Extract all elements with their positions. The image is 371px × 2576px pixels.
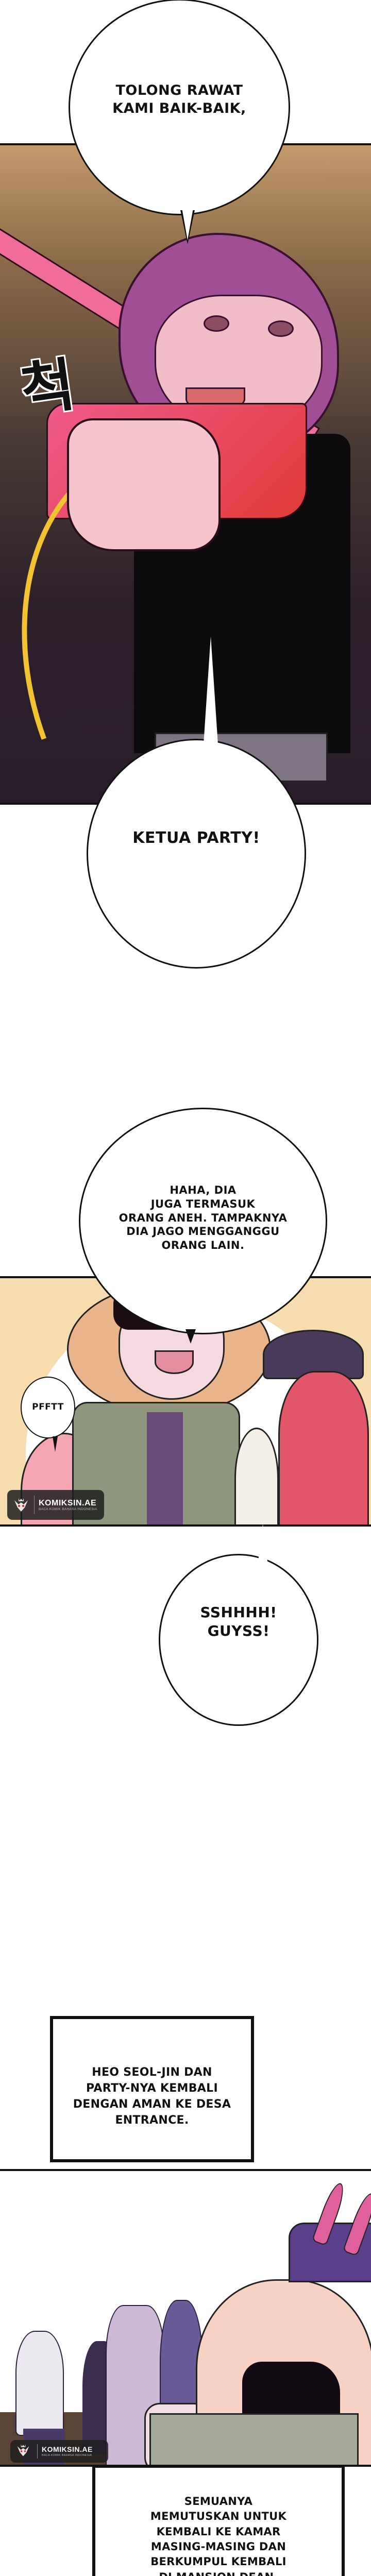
speech-bubble-tolong-rawat: TOLONG RAWAT KAMI BAIK-BAIK,: [69, 0, 290, 215]
speech-bubble-sshhhh: SSHHHH! GUYSS!: [159, 1554, 318, 1726]
bubble-tail: [204, 636, 218, 744]
divider: [37, 2444, 38, 2459]
crown-mask-logo-icon: [15, 2443, 33, 2460]
watermark-title: KOMIKSIN.AE: [39, 1498, 97, 1507]
green-coat: [149, 2413, 359, 2465]
panel-1: 척: [0, 143, 371, 805]
divider: [34, 1496, 35, 1514]
clenched-fist: [67, 418, 221, 551]
panel-3: [0, 2171, 371, 2467]
crown-mask-logo-icon: [12, 1496, 30, 1514]
speech-text: PFFTT: [32, 1402, 64, 1413]
character-eye-right: [268, 320, 294, 337]
character-eye-left: [204, 315, 229, 332]
running-character: [15, 2331, 64, 2436]
speech-bubble-pfftt: PFFTT: [21, 1377, 75, 1438]
bubble-tail: [185, 1329, 196, 1344]
watermark-subtitle: BACA KOMIK BAHASA INDONESIA: [39, 1507, 97, 1512]
speech-text: KETUA PARTY!: [132, 828, 260, 847]
speech-text: SSHHHH! GUYSS!: [200, 1604, 277, 1639]
horned-girl: [278, 1371, 369, 1524]
panel-divider-line: [0, 2169, 371, 2171]
bubble-tail: [258, 1524, 268, 1565]
caption-text: HEO SEOL-JIN DAN PARTY-NYA KEMBALI DENGA…: [73, 2066, 231, 2127]
open-mouth: [155, 1350, 194, 1374]
bubble-tail-fill: [182, 208, 193, 240]
caption-box-heo-seol-jin: HEO SEOL-JIN DAN PARTY-NYA KEMBALI DENGA…: [50, 2016, 254, 2162]
speech-bubble-ketua-party: KETUA PARTY!: [87, 739, 306, 969]
caption-box-semuanya: SEMUANYA MEMUTUSKAN UNTUK KEMBALI KE KAM…: [92, 2465, 345, 2576]
watermark-komiksin: KOMIKSIN.AE BACA KOMIK BAHASA INDONESIA: [7, 1490, 104, 1520]
sfx-cheok: 척: [16, 351, 79, 425]
watermark-subtitle: BACA KOMIK BAHASA INDONESIA: [42, 2453, 92, 2457]
purple-shirt: [147, 1412, 183, 1524]
watermark-title: KOMIKSIN.AE: [42, 2445, 93, 2454]
white-haired-child: [234, 1428, 279, 1524]
watermark-komiksin: KOMIKSIN.AE BACA KOMIK BAHASA INDONESIA: [10, 2440, 108, 2463]
speech-bubble-haha-dia: HAHA, DIA JUGA TERMASUK ORANG ANEH. TAMP…: [79, 1108, 327, 1334]
caption-text: SEMUANYA MEMUTUSKAN UNTUK KEMBALI KE KAM…: [150, 2495, 287, 2576]
bubble-tail: [53, 1436, 58, 1452]
speech-text: TOLONG RAWAT KAMI BAIK-BAIK,: [112, 82, 246, 116]
speech-text: HAHA, DIA JUGA TERMASUK ORANG ANEH. TAMP…: [119, 1183, 288, 1252]
